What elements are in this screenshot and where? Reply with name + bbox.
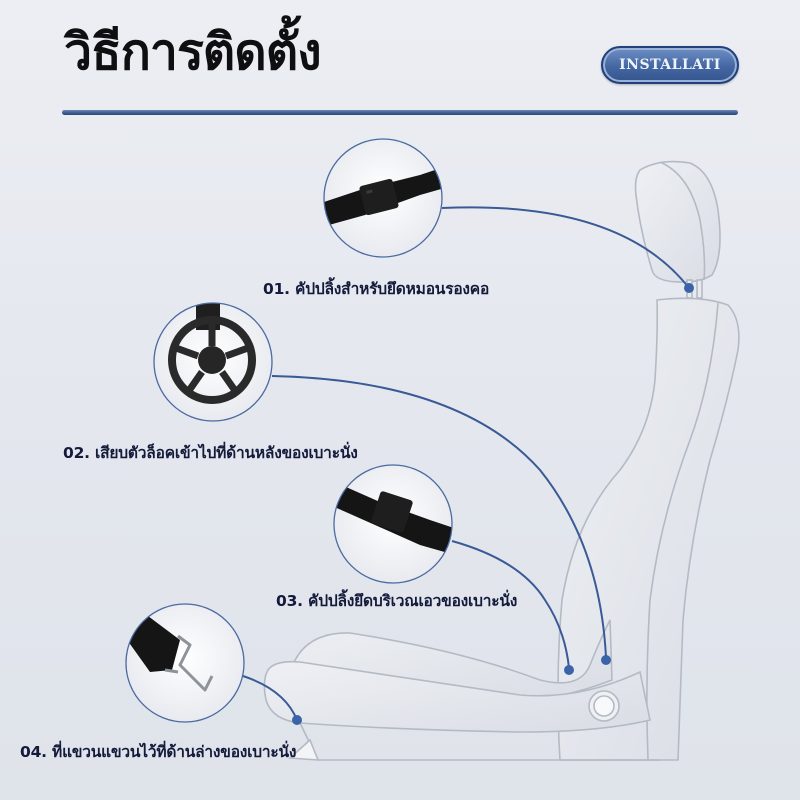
anchor-dot-1 xyxy=(684,283,694,293)
detail-circle-hook xyxy=(125,603,245,723)
anchor-dot-4 xyxy=(292,715,302,725)
detail-circle-waist-buckle xyxy=(333,464,453,584)
headrest xyxy=(634,160,721,283)
seat-illustration xyxy=(263,160,740,761)
step-4-label: 04. ที่แขวนแขวนไว้ที่ด้านล่างของเบาะนั่ง xyxy=(20,743,297,761)
detail-circle-lock-wheel xyxy=(153,302,273,422)
anchor-dots xyxy=(292,283,694,725)
page-title: วิธีการติดตั้ง xyxy=(64,23,322,81)
anchor-dot-3 xyxy=(564,665,574,675)
step-2-label: 02. เสียบตัวล็อคเข้าไปที่ด้านหลังของเบาะ… xyxy=(63,444,358,462)
step-3-label: 03. คัปปลิ้งยึดบริเวณเอวของเบาะนั่ง xyxy=(276,592,518,610)
connector-line-1 xyxy=(441,206,690,289)
connector-line-3 xyxy=(451,540,570,669)
header-divider xyxy=(62,110,738,115)
step-1-label: 01. คัปปลิ้งสำหรับยึดหมอนรองคอ xyxy=(263,280,490,298)
connector-line-4 xyxy=(242,675,298,721)
installation-badge: INSTALLATI xyxy=(601,46,739,84)
connector-line-2 xyxy=(271,375,607,658)
anchor-dot-2 xyxy=(601,655,611,665)
connector-lines xyxy=(242,206,690,721)
detail-circle-neck-buckle xyxy=(323,138,443,258)
seat-base xyxy=(263,660,651,733)
